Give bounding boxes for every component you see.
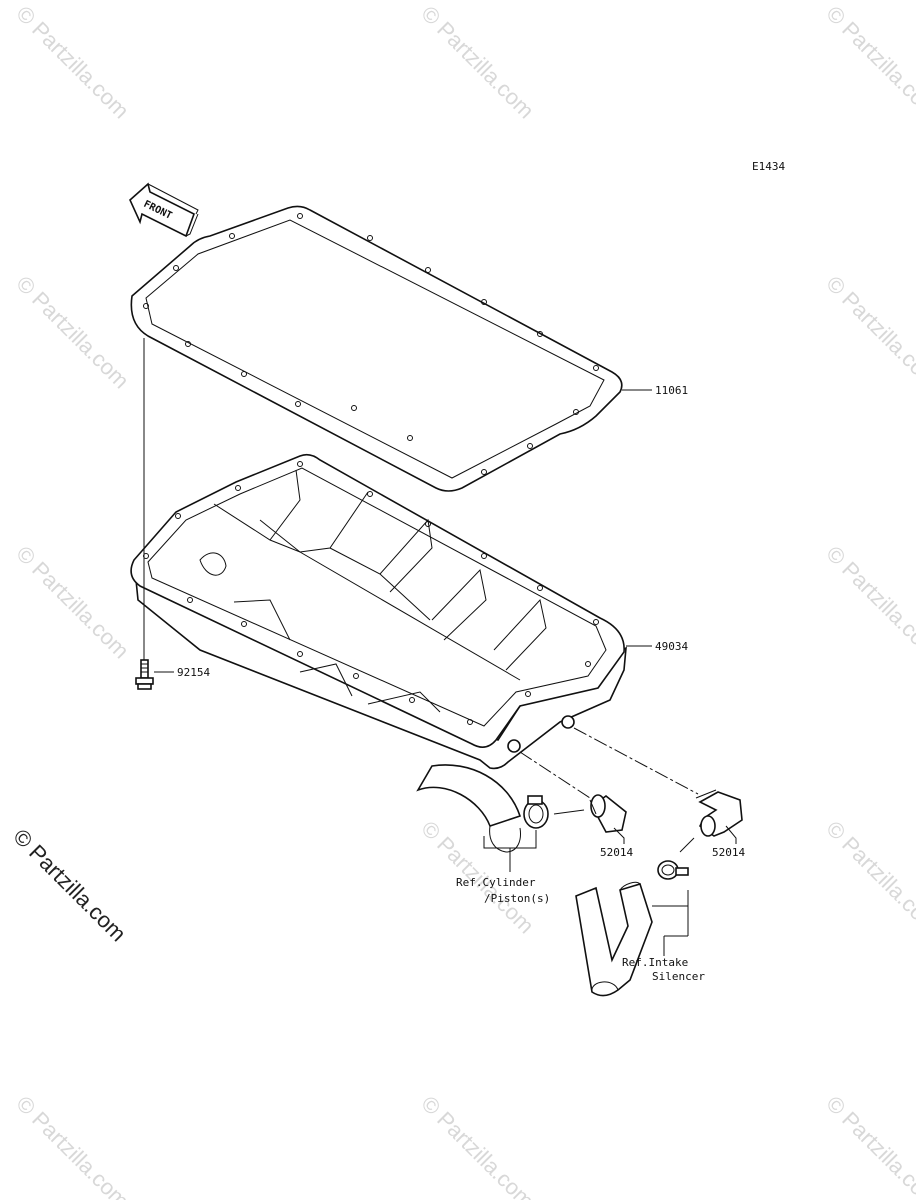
oil-pan-gasket <box>130 205 623 492</box>
front-arrow-icon: FRONT <box>129 182 199 238</box>
gasket-bolt-holes <box>143 213 599 475</box>
part-number-49034: 49034 <box>655 640 688 653</box>
watermark: © Partzilla.com <box>416 1091 539 1200</box>
ref-intake-line2: Silencer <box>652 970 705 983</box>
hose-cylinder <box>416 764 522 853</box>
ref-intake-line1: Ref.Intake <box>622 956 688 969</box>
watermark: © Partzilla.com <box>11 271 134 394</box>
ref-cylinder-line1: Ref.Cylinder <box>456 876 536 889</box>
part-number-52014-left: 52014 <box>600 846 633 859</box>
watermark: © Partzilla.com <box>821 541 916 664</box>
watermark: © Partzilla.com <box>821 271 916 394</box>
watermark: © Partzilla.com <box>11 1091 134 1200</box>
part-number-92154: 92154 <box>177 666 210 679</box>
bolt-92154 <box>135 659 154 690</box>
diagram-code: E1434 <box>752 160 785 173</box>
watermark: © Partzilla.com <box>821 816 916 939</box>
watermark: © Partzilla.com <box>11 1 134 124</box>
hose-clamp-left <box>523 795 549 829</box>
watermark: © Partzilla.com <box>11 541 134 664</box>
fitting-52014-right <box>695 789 743 837</box>
hose-clamp-right <box>657 860 689 880</box>
part-number-52014-right: 52014 <box>712 846 745 859</box>
watermark-prominent: © Partzilla.com <box>8 824 131 947</box>
watermark: © Partzilla.com <box>416 1 539 124</box>
ref-cylinder-line2: /Piston(s) <box>484 892 550 905</box>
part-number-11061: 11061 <box>655 384 688 397</box>
intake-y-pipe <box>575 881 653 997</box>
watermark: © Partzilla.com <box>821 1091 916 1200</box>
oil-pan <box>130 453 627 770</box>
fitting-52014-left <box>589 794 627 833</box>
watermark: © Partzilla.com <box>821 1 916 124</box>
